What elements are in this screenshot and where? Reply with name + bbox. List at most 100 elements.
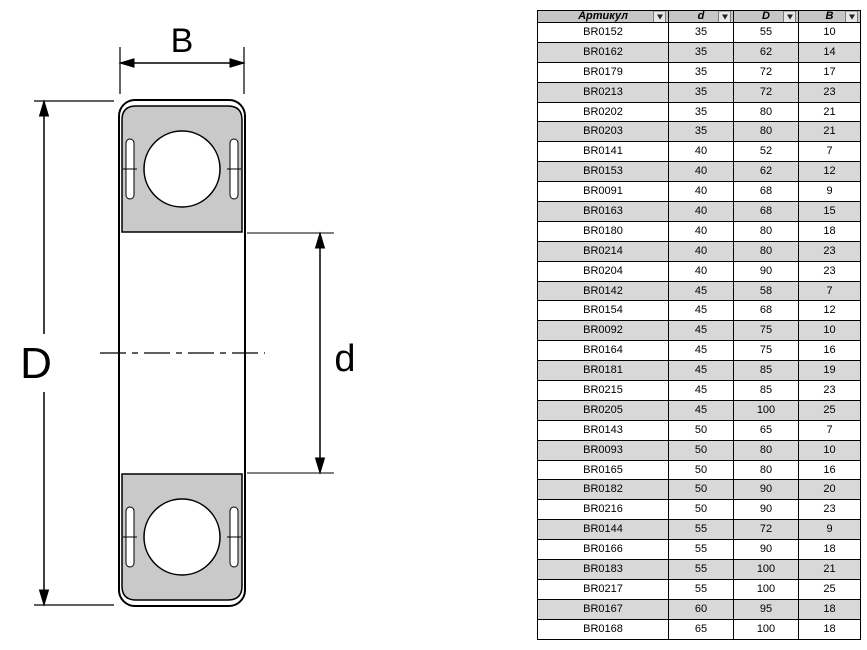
cell-article: BR0153 [537,161,669,183]
cell-d: 45 [668,280,734,302]
cell-B: 17 [798,61,861,83]
cell-B: 21 [798,101,861,123]
table-row: BR0205 45 100 25 [537,399,861,421]
cell-B: 16 [798,459,861,481]
cell-D: 72 [733,519,799,541]
cell-d: 40 [668,240,734,262]
dimension-outer-diameter: D [20,99,114,607]
cell-D: 95 [733,598,799,620]
dimension-width: B [118,22,246,94]
arrowhead-icon [229,58,246,68]
table-row: BR0152 35 55 10 [537,22,861,43]
cell-B: 23 [798,240,861,262]
header-article: Артикул [537,10,669,23]
cell-article: BR0162 [537,41,669,63]
cell-d: 50 [668,499,734,521]
cell-D: 80 [733,220,799,242]
filter-arrow-icon [786,14,793,19]
table-row: BR0091 40 68 9 [537,181,861,203]
cell-article: BR0163 [537,201,669,222]
cell-D: 100 [733,578,799,600]
cell-article: BR0093 [537,439,669,461]
table-row: BR0142 45 58 7 [537,280,861,302]
cell-B: 18 [798,539,861,561]
cell-B: 21 [798,559,861,580]
cell-d: 35 [668,81,734,103]
cell-D: 62 [733,41,799,63]
cell-B: 25 [798,578,861,600]
cell-d: 40 [668,220,734,242]
cell-article: BR0141 [537,141,669,163]
table-row: BR0141 40 52 7 [537,141,861,163]
cell-B: 10 [798,439,861,461]
cell-article: BR0204 [537,260,669,282]
cell-B: 25 [798,399,861,421]
cell-B: 7 [798,280,861,302]
cell-d: 60 [668,598,734,620]
cell-article: BR0216 [537,499,669,521]
dimension-b-label: B [171,22,194,60]
cell-B: 7 [798,141,861,163]
arrowhead-icon [314,457,326,475]
cell-D: 72 [733,61,799,83]
cell-d: 50 [668,479,734,501]
cell-B: 15 [798,201,861,222]
cell-D: 68 [733,300,799,322]
table-header-row: Артикул d D B [537,10,861,23]
table-row: BR0204 40 90 23 [537,260,861,282]
cell-D: 80 [733,121,799,143]
cell-article: BR0214 [537,240,669,262]
filter-arrow-icon [848,14,855,19]
cell-D: 90 [733,479,799,501]
cell-d: 50 [668,439,734,461]
header-D: D [733,10,799,23]
dimension-bore-diameter: d [247,231,356,475]
table-row: BR0093 50 80 10 [537,439,861,461]
cell-B: 12 [798,161,861,183]
arrowhead-icon [118,58,135,68]
cell-D: 90 [733,260,799,282]
cell-d: 40 [668,161,734,183]
ball-top [143,130,221,208]
header-B-label: B [825,10,834,22]
cell-article: BR0168 [537,618,669,641]
cell-D: 58 [733,280,799,302]
bearing-cross-section [100,99,265,607]
table-row: BR0164 45 75 16 [537,340,861,362]
filter-dropdown-D[interactable] [783,11,796,22]
cell-article: BR0144 [537,519,669,541]
cell-D: 80 [733,240,799,262]
arrowhead-icon [314,231,326,249]
cell-d: 55 [668,519,734,541]
table-row: BR0163 40 68 15 [537,201,861,222]
filter-dropdown-d[interactable] [718,11,731,22]
cell-article: BR0179 [537,61,669,83]
cell-B: 19 [798,360,861,382]
cell-D: 72 [733,81,799,103]
dimension-D-label: D [20,339,52,388]
cell-d: 65 [668,618,734,641]
cell-d: 45 [668,380,734,401]
cell-d: 50 [668,459,734,481]
cell-B: 12 [798,300,861,322]
cell-article: BR0154 [537,300,669,322]
table-row: BR0166 55 90 18 [537,539,861,561]
cell-article: BR0166 [537,539,669,561]
cell-article: BR0203 [537,121,669,143]
cell-B: 23 [798,260,861,282]
table-row: BR0168 65 100 18 [537,618,861,641]
cell-d: 35 [668,41,734,63]
cell-B: 18 [798,618,861,641]
cell-d: 45 [668,399,734,421]
table-row: BR0216 50 90 23 [537,499,861,521]
filter-dropdown-B[interactable] [845,11,858,22]
cell-d: 45 [668,340,734,362]
cell-d: 35 [668,101,734,123]
filter-dropdown-article[interactable] [653,11,666,22]
cell-article: BR0164 [537,340,669,362]
cell-B: 20 [798,479,861,501]
cell-B: 18 [798,598,861,620]
table-row: BR0144 55 72 9 [537,519,861,541]
cell-d: 40 [668,141,734,163]
